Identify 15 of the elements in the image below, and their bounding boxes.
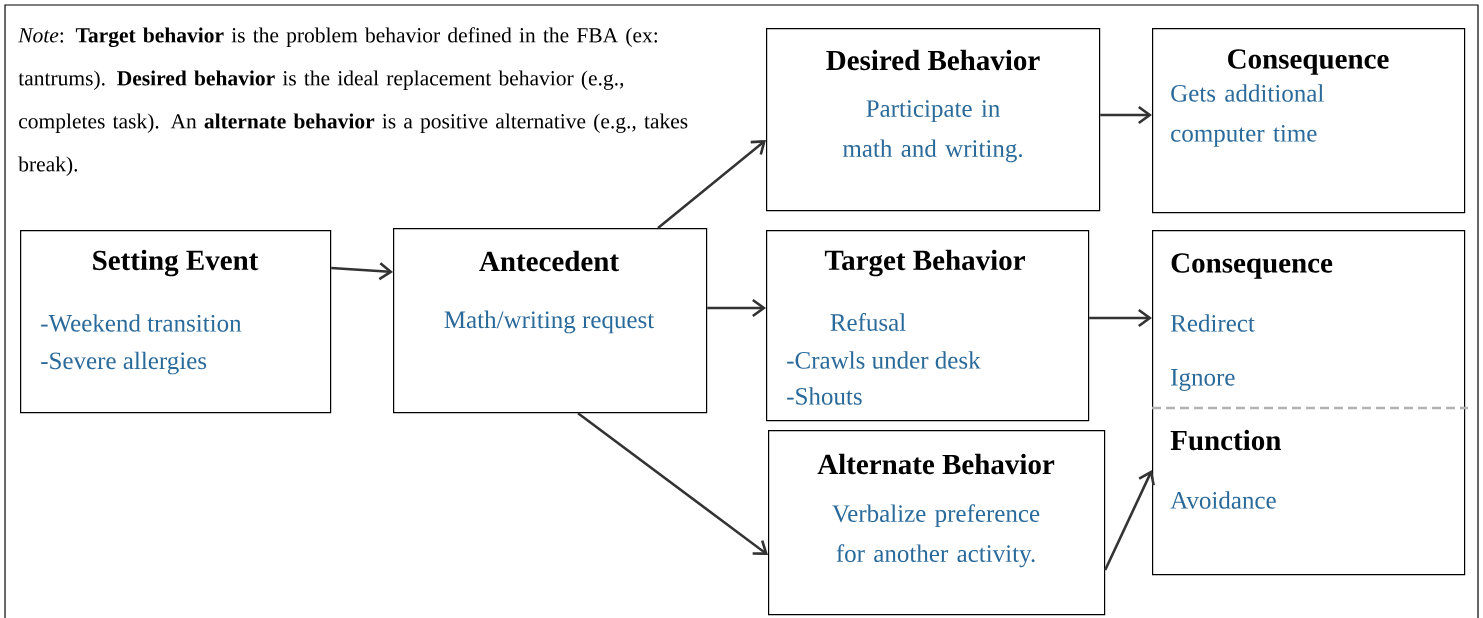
process-box: Desired Behavior Participate in math and writing. xyxy=(766,28,1101,212)
arrow xyxy=(1089,308,1152,328)
process-box: Alternate Behavior Verbalize preference for another activity. xyxy=(768,430,1106,616)
process-box: Antecedent Math/writing request xyxy=(393,228,708,414)
process-box: Setting Event -Weekend transition -Severe allergies xyxy=(20,230,332,414)
process-box: Consequence Gets additional computer time xyxy=(1152,28,1466,214)
note-text: Note: Target behavior is the problem behavior defined in the FBA (ex: tantrums). Desired behavior is the ideal replacement behavior (e.g., completes task). An alternate behavior is a positive alternative (e.g., takes break). xyxy=(18,27,688,176)
arrow xyxy=(1100,105,1152,125)
process-box: Consequence Redirect Ignore Function Avoidance xyxy=(1152,230,1468,576)
arrow xyxy=(1104,470,1155,571)
arrow xyxy=(707,298,766,318)
arrow xyxy=(577,412,768,555)
process-box: Target Behavior Refusal -Crawls under desk -Shouts xyxy=(766,230,1090,422)
arrow xyxy=(657,140,766,229)
arrow xyxy=(331,262,393,281)
